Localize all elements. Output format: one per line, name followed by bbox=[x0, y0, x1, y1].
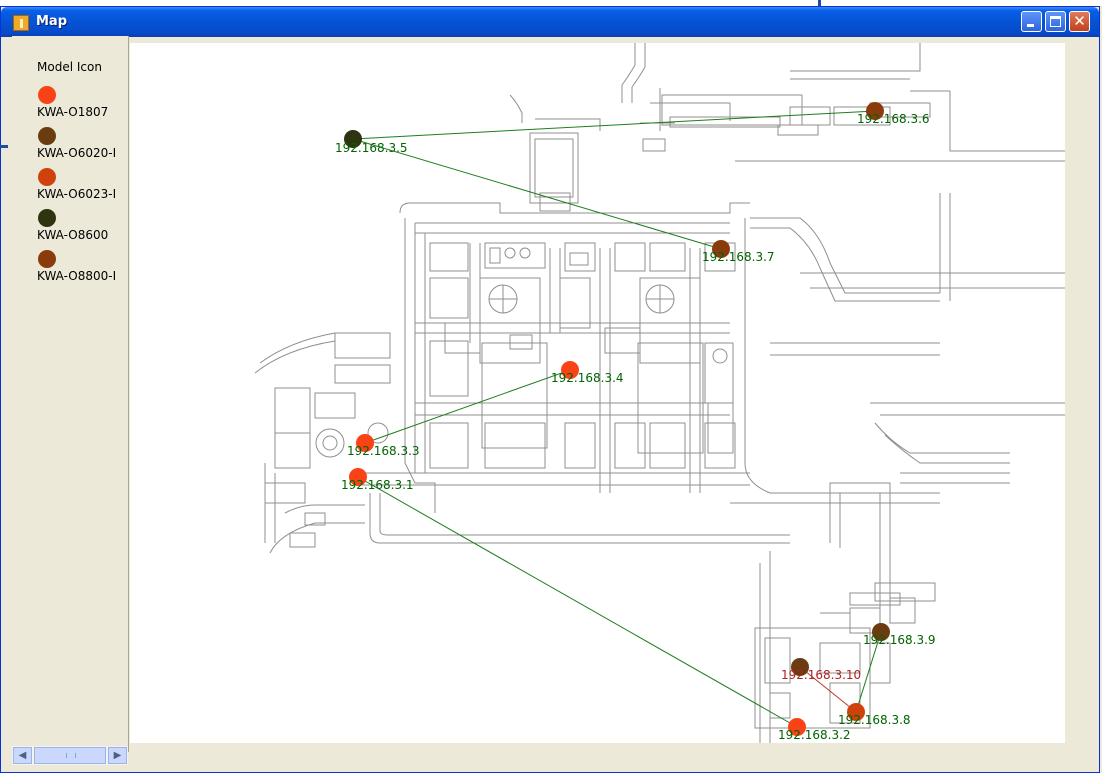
link-layer bbox=[352, 110, 882, 728]
device-link bbox=[364, 369, 571, 444]
legend-dot-icon bbox=[38, 209, 56, 227]
legend-item: KWA-O1807 bbox=[37, 86, 132, 126]
desktop-marker bbox=[818, 0, 821, 6]
device-link bbox=[357, 476, 798, 728]
legend-label: KWA-O6023-I bbox=[37, 187, 117, 201]
maximize-icon bbox=[1050, 16, 1061, 27]
desktop-strip bbox=[0, 0, 1102, 6]
device-link bbox=[352, 138, 722, 250]
legend-item: KWA-O6023-I bbox=[37, 168, 132, 208]
device-node-icon[interactable] bbox=[712, 240, 730, 258]
device-ip-label: 192.168.3.10 bbox=[781, 668, 862, 682]
scroll-thumb[interactable] bbox=[34, 747, 106, 764]
legend-label: KWA-O6020-I bbox=[37, 146, 117, 160]
map-canvas[interactable]: 192.168.3.1 192.168.3.2 192.168.3.3 192.168… bbox=[130, 43, 1065, 743]
legend-item: KWA-O8800-I bbox=[37, 250, 132, 290]
device-node-icon[interactable] bbox=[788, 718, 806, 736]
device-ip-label: 192.168.3.5 bbox=[335, 141, 408, 155]
device-node-icon[interactable] bbox=[866, 102, 884, 120]
maximize-button[interactable] bbox=[1045, 11, 1066, 32]
window-title: Map bbox=[36, 14, 68, 29]
legend-title: Model Icon bbox=[37, 60, 102, 74]
device-ip-label: 192.168.3.7 bbox=[702, 250, 775, 264]
device-node-icon[interactable] bbox=[349, 468, 367, 486]
title-bar[interactable]: Map ✕ bbox=[1, 7, 1099, 37]
device-link bbox=[352, 110, 876, 140]
legend-item: KWA-O6020-I bbox=[37, 127, 132, 167]
device-node-icon[interactable] bbox=[847, 703, 865, 721]
device-ip-label: 192.168.3.8 bbox=[838, 713, 911, 727]
device-node-icon[interactable] bbox=[872, 623, 890, 641]
minimize-icon bbox=[1027, 24, 1034, 27]
device-ip-label: 192.168.3.4 bbox=[551, 371, 624, 385]
device-link bbox=[855, 631, 882, 713]
device-node-icon[interactable] bbox=[561, 361, 579, 379]
close-icon: ✕ bbox=[1073, 12, 1086, 30]
device-ip-label: 192.168.3.2 bbox=[778, 728, 851, 742]
close-button[interactable]: ✕ bbox=[1069, 11, 1090, 32]
legend-panel: Model Icon KWA-O1807 KWA-O6020-I KWA-O60… bbox=[12, 36, 129, 752]
device-ip-label: 192.168.3.6 bbox=[857, 112, 930, 126]
scroll-right-button[interactable]: ▶ bbox=[108, 747, 127, 764]
device-node-icon[interactable] bbox=[791, 658, 809, 676]
legend-label: KWA-O8800-I bbox=[37, 269, 117, 283]
legend-label: KWA-O1807 bbox=[37, 105, 109, 119]
legend-dot-icon bbox=[38, 86, 56, 104]
edge-marker bbox=[0, 145, 8, 148]
device-ip-label: 192.168.3.1 bbox=[341, 478, 414, 492]
device-node-icon[interactable] bbox=[344, 130, 362, 148]
legend-dot-icon bbox=[38, 168, 56, 186]
device-link bbox=[799, 666, 857, 713]
minimize-button[interactable] bbox=[1021, 11, 1042, 32]
device-node-icon[interactable] bbox=[356, 434, 374, 452]
floor-plan bbox=[254, 43, 1065, 743]
device-ip-label: 192.168.3.9 bbox=[863, 633, 936, 647]
app-icon bbox=[13, 15, 29, 31]
scroll-left-button[interactable]: ◀ bbox=[13, 747, 32, 764]
legend-item: KWA-O8600 bbox=[37, 209, 132, 249]
legend-dot-icon bbox=[38, 127, 56, 145]
horizontal-scrollbar[interactable]: ◀ ▶ bbox=[12, 746, 128, 765]
legend-label: KWA-O8600 bbox=[37, 228, 109, 242]
device-ip-label: 192.168.3.3 bbox=[347, 444, 420, 458]
legend-dot-icon bbox=[38, 250, 56, 268]
